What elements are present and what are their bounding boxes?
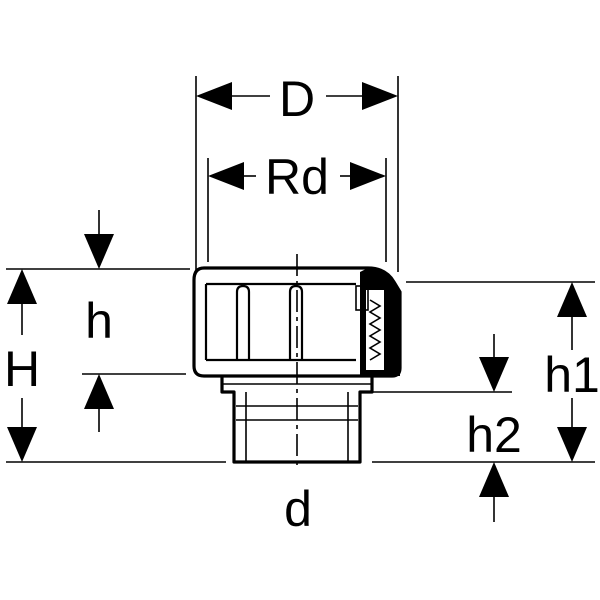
extension-lines [6,76,595,463]
dimension-D [196,82,398,110]
dimension-h2 [479,334,509,522]
label-Rd: Rd [265,149,329,205]
fitting-body [192,266,402,464]
label-h: h [85,293,113,349]
label-H: H [4,341,40,397]
dimension-h1 [557,282,587,462]
label-h1: h1 [544,347,600,403]
label-h2: h2 [466,407,522,463]
dimension-Rd [208,162,386,190]
dimension-h [84,210,114,432]
label-d: d [284,481,312,537]
label-D: D [279,71,315,127]
dimension-H [7,269,37,462]
